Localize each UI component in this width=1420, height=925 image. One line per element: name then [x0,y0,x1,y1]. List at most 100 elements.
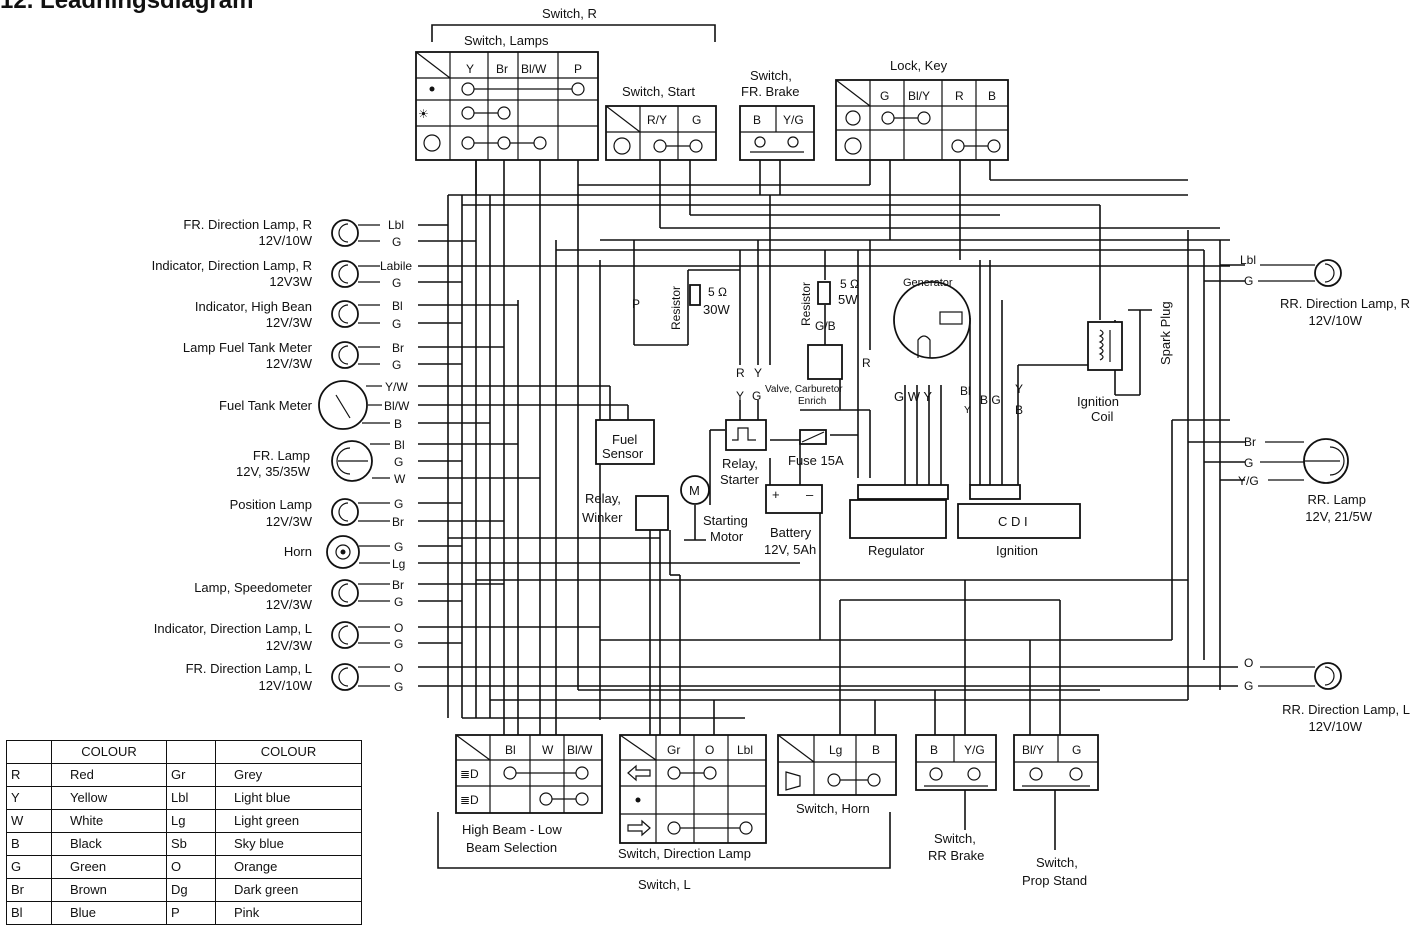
right-lamp-1-wire-2: Y/G [1238,474,1259,488]
right-lamp-1-rating: 12V, 21/5W [1305,509,1372,524]
switch-high-beam-box: Bl W Bl/W ≣D ≣D [455,734,603,814]
switch-rr-brake-box: B Y/G [915,734,997,791]
battery-label-1: Battery [770,525,812,540]
colour-table-cell: Green [51,855,167,879]
starting-motor: M Starting Motor [680,475,748,544]
switch-fr-brake-col-b: B [753,113,761,127]
rr-brake-col-yg: Y/G [964,743,985,757]
lock-key-col-r: R [955,89,964,103]
high-beam-label-2: Beam Selection [466,840,557,855]
resistor-30w: P Resistor 5 Ω 30W [632,284,730,330]
left-lamp-4-wire-1: Bl/W [384,399,410,413]
prop-stand-label-2: Prop Stand [1022,873,1087,888]
resistor-1-p: P [632,297,640,311]
switch-r-label: Switch, R [542,6,597,21]
wire-letter-bl: Bl [960,384,971,398]
colour-table-cell: Black [51,832,167,856]
generator: Generator G W Y [893,277,971,404]
colour-table-cell: O [166,855,216,879]
prop-stand-label-1: Switch, [1036,855,1078,870]
resistor-2-name: Resistor [799,282,813,326]
ignition-coil: Ignition Coil [1077,321,1123,424]
svg-text:+: + [772,487,780,502]
switch-horn-box: Lg B [777,734,897,796]
left-lamp-6-wire-1: Br [392,515,404,529]
left-lamp-8-wire-1: G [394,595,403,609]
left-lamp-8-name: Lamp, Speedometer [194,580,312,595]
starting-motor-label-1: Starting [703,513,748,528]
switch-lamps-col-p: P [574,62,582,76]
resistor-2-power: 5W [838,292,858,307]
svg-text:≣D: ≣D [460,793,479,807]
switch-fr-brake-col-yg: Y/G [783,113,804,127]
left-lamp-5-name: FR. Lamp [253,448,310,463]
left-lamp-2-wire-0: Bl [392,299,403,313]
left-lamp-6-name: Position Lamp [230,497,312,512]
colour-table-cell: Light green [215,809,362,833]
wire-letter-g-1: G [752,389,761,403]
fuse-label: Fuse 15A [788,453,844,468]
fuel-sensor-label-2: Sensor [602,446,644,461]
left-lamp-7-name: Horn [284,544,312,559]
switch-lamps-box: ☀ Y Br Bl/W P [415,51,599,161]
right-lamp-2-wire-0: O [1244,656,1253,670]
colour-table-header: COLOUR COLOUR [6,740,362,764]
left-lamp-6-wire-0: G [394,497,403,511]
right-lamp-2-name: RR. Direction Lamp, L [1282,702,1410,717]
resistor-1-name: Resistor [669,286,683,330]
wire-letter-y-4: Y [1015,382,1023,396]
relay-starter-label-2: Starter [720,472,760,487]
generator-label: Generator [903,277,953,289]
colour-header-cell [6,740,52,764]
colour-table-cell: Lg [166,809,216,833]
colour-table-cell: B [6,832,52,856]
right-lamp-0-wire-1: G [1244,274,1253,288]
left-lamp-3-rating: 12V/3W [266,356,313,371]
resistor-2-value: 5 Ω [840,277,859,291]
svg-text:☀: ☀ [418,107,429,121]
left-lamp-1-name: Indicator, Direction Lamp, R [152,258,312,273]
colour-table-cell: R [6,763,52,787]
colour-table-cell: Sb [166,832,216,856]
high-beam-col-bl: Bl [505,743,516,757]
right-lamp-1-wire-1: G [1244,456,1253,470]
left-lamp-3-name: Lamp Fuel Tank Meter [183,340,313,355]
left-lamp-10-rating: 12V/10W [259,678,313,693]
switch-lamps-col-y: Y [466,62,474,76]
lock-key-box: G Bl/Y R B [835,79,1009,161]
relay-starter-label-1: Relay, [722,456,758,471]
switch-start-label: Switch, Start [622,84,695,99]
left-lamp-1-wire-0: Labile [380,259,412,273]
resistor-2-label: G/B [815,319,836,333]
switch-lamps-col-blw: Bl/W [521,62,547,76]
wire-letter-y-2: Y [736,389,744,403]
colour-table-cell: Blue [51,901,167,925]
switch-prop-stand-box: Bl/Y G [1013,734,1099,791]
valve-label-2: Enrich [798,396,826,407]
switch-start-box: R/Y G [605,105,717,161]
colour-table-cell: Dg [166,878,216,902]
horn-col-b: B [872,743,880,757]
regulator-label: Regulator [868,543,925,558]
switch-start-col-ry: R/Y [647,113,667,127]
colour-table-cell: Light blue [215,786,362,810]
wires [418,160,1245,850]
colour-table-cell: Br [6,878,52,902]
high-beam-label-1: High Beam - Low [462,822,562,837]
colour-table-cell: W [6,809,52,833]
left-lamp-2-rating: 12V/3W [266,315,313,330]
left-lamp-2-name: Indicator, High Bean [195,299,312,314]
resistor-1-value: 5 Ω [708,285,727,299]
relay-winker-label-1: Relay, [585,491,621,506]
colour-table-cell: Dark green [215,878,362,902]
colour-table-cell: P [166,901,216,925]
colour-table-cell: Lbl [166,786,216,810]
left-lamp-0-name: FR. Direction Lamp, R [183,217,312,232]
right-lamp-0-rating: 12V/10W [1309,313,1363,328]
left-lamp-0-wire-0: Lbl [388,218,404,232]
lock-key-col-g: G [880,89,889,103]
wire-letter-r-1: R [736,366,745,380]
